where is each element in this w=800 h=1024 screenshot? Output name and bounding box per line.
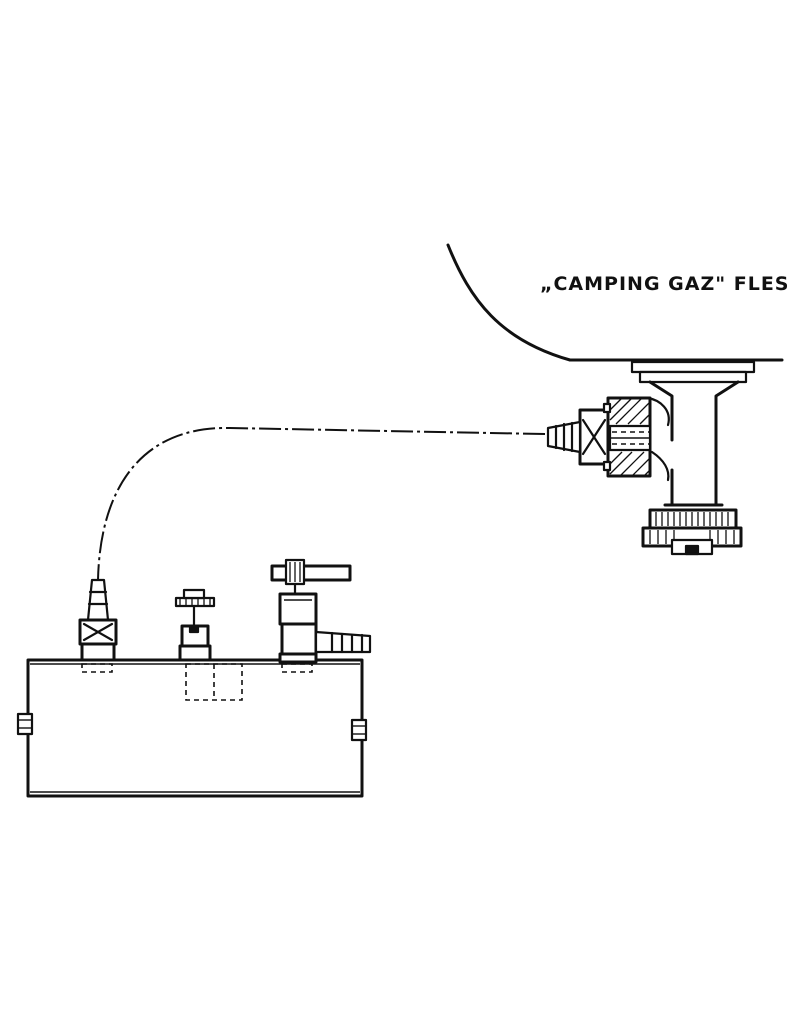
- gas-bottle-outline: [446, 243, 572, 362]
- middle-valve: [174, 588, 216, 662]
- bottle-valve: [630, 360, 756, 556]
- gas-bottle: [446, 243, 784, 362]
- inlet-fitting: [78, 578, 118, 662]
- regulator-coupling: [546, 396, 652, 478]
- gas-bottle-label: „CAMPING GAZ" FLES: [540, 273, 790, 295]
- manifold-block: [16, 658, 368, 798]
- outlet-valve: [270, 558, 372, 664]
- gas-hose: [97, 426, 546, 581]
